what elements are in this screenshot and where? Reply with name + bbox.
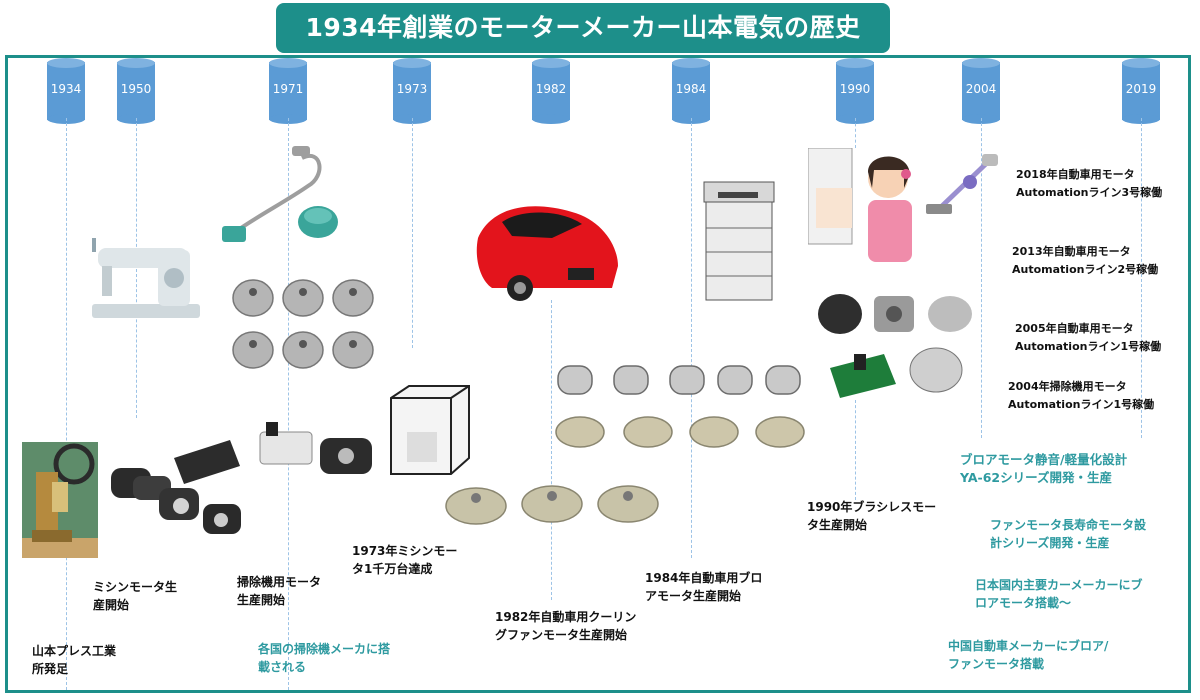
timeline-line <box>691 118 692 558</box>
timeline-line <box>1141 118 1142 438</box>
timeline-line <box>551 300 552 600</box>
teal-note-fan-design: ファンモータ長寿命モータ設計シリーズ開発・生産 <box>990 518 1147 550</box>
year-marker-1934: 1934 <box>47 58 85 124</box>
vacuum-cleaner-image <box>218 146 342 246</box>
event-caption-1971: 掃除機用モータ生産開始 <box>237 575 322 607</box>
event-caption-1990: 1990年ブラシレスモータ生産開始 <box>807 500 937 532</box>
hand-dryer-illustration <box>808 148 918 266</box>
sewing-machine-image <box>88 238 204 322</box>
sewing-motors-photo <box>105 462 245 542</box>
brushless-motors-photo <box>814 292 974 400</box>
year-marker-1971: 1971 <box>269 58 307 124</box>
event-caption-1934: 山本プレス工業所発足 <box>32 644 117 676</box>
copier-machine-image <box>700 178 778 302</box>
year-marker-1990: 1990 <box>836 58 874 124</box>
event-caption-1973: 1973年ミシンモータ1千万台達成 <box>352 544 458 576</box>
timeline-line <box>288 118 289 690</box>
stick-vacuum-image <box>922 152 1002 226</box>
fan-motors-photo <box>444 478 664 538</box>
year-marker-1984: 1984 <box>672 58 710 124</box>
year-marker-2019: 2019 <box>1122 58 1160 124</box>
blower-motors-photo <box>548 360 818 456</box>
timeline-line <box>981 118 982 438</box>
timeline-frame <box>5 55 1191 693</box>
year-marker-1973: 1973 <box>393 58 431 124</box>
year-marker-1950: 1950 <box>117 58 155 124</box>
red-car-image <box>472 198 622 302</box>
timeline-line <box>855 400 856 500</box>
vacuum-motors-photo <box>228 268 378 378</box>
foot-controller-photo <box>170 418 380 490</box>
year-marker-2004: 2004 <box>962 58 1000 124</box>
press-machine-photo <box>22 442 98 558</box>
page-title: 1934年創業のモーターメーカー山本電気の歴史 <box>276 3 890 53</box>
event-caption-1950: ミシンモータ生産開始 <box>93 580 178 612</box>
year-marker-1982: 1982 <box>532 58 570 124</box>
timeline-line <box>412 118 413 348</box>
teal-note-vacuum: 各国の掃除機メーカに搭載される <box>258 642 391 674</box>
event-caption-1984: 1984年自動車用ブロアモータ生産開始 <box>645 571 763 603</box>
glass-case-image <box>385 382 471 478</box>
teal-note-china-makers: 中国自動車メーカーにブロア/ファンモータ搭載 <box>948 639 1109 671</box>
timeline-line <box>855 118 856 148</box>
timeline-line <box>66 118 67 690</box>
teal-note-japan-makers: 日本国内主要カーメーカーにブロアモータ搭載～ <box>975 578 1143 610</box>
event-caption-1982: 1982年自動車用クーリングファンモータ生産開始 <box>495 610 637 642</box>
